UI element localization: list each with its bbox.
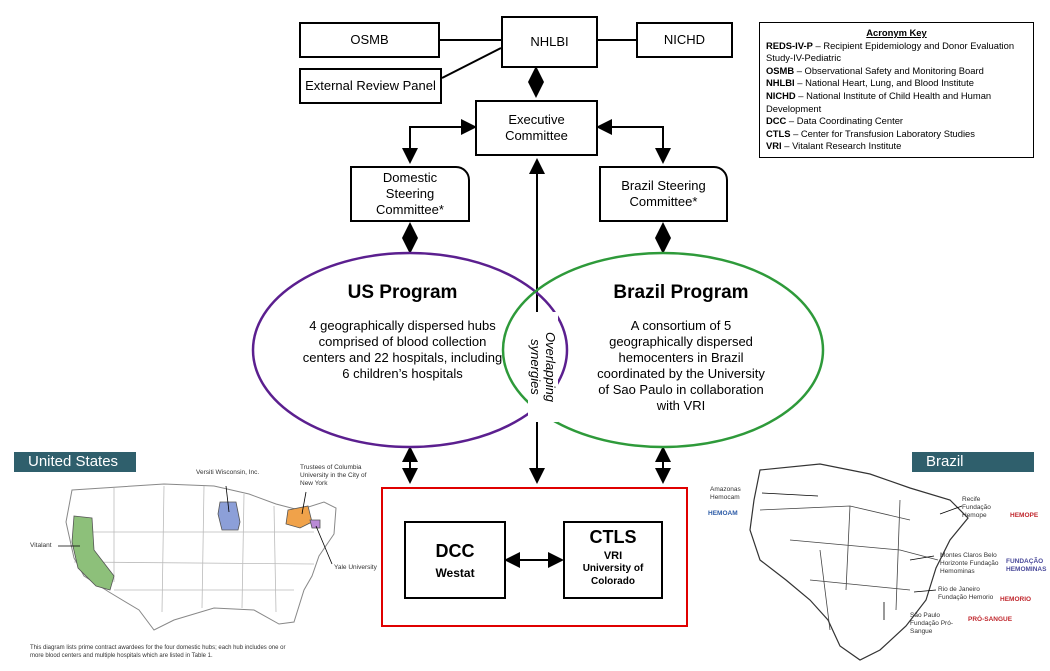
brazil-map-banner: Brazil	[912, 452, 1034, 472]
brazil-program-text: Brazil Program A consortium of 5 geograp…	[596, 282, 766, 414]
external-review-box: External Review Panel	[299, 68, 442, 104]
recife-leader	[939, 505, 963, 515]
us-state-lines	[73, 485, 315, 613]
brazil-program-body: A consortium of 5 geographically dispers…	[597, 318, 765, 413]
us-program-oval	[251, 251, 569, 449]
domestic-steering-label: Domestic Steering Committee*	[376, 170, 444, 217]
acronym-definition: – Observational Safety and Monitoring Bo…	[796, 64, 984, 76]
us-program-title: US Program	[347, 282, 458, 303]
brazil-program-oval	[501, 251, 825, 449]
dcc-box: DCC Westat	[404, 521, 506, 599]
brazil-steering-label: Brazil Steering Committee*	[621, 178, 706, 209]
acronym-definition: – Vitalant Research Institute	[784, 140, 902, 152]
hemominas-logo: FUNDAÇÃO HEMOMINAS	[1006, 558, 1047, 573]
us-program-body: 4 geographically dispersed hubs comprise…	[302, 318, 503, 381]
external-review-label: External Review Panel	[305, 78, 436, 93]
saopaulo-label: São Paulo Fundação Pró-Sangue	[910, 612, 953, 635]
hemorio-logo: HEMORIO	[1000, 596, 1032, 603]
amazonas-leader	[761, 492, 819, 497]
us-map-footnote: This diagram lists prime contract awarde…	[30, 645, 286, 659]
acronym-abbr: DCC	[766, 115, 787, 127]
us-map-banner: United States	[14, 452, 136, 472]
ctls-title: CTLS	[589, 527, 637, 547]
acronym-item: OSMB – Observational Safety and Monitori…	[766, 65, 1027, 78]
domestic-steering-box: Domestic Steering Committee*	[350, 166, 470, 222]
rio-leader	[913, 589, 937, 593]
acronym-item: NHLBI – National Heart, Lung, and Blood …	[766, 77, 1027, 90]
ctls-sub1: VRI	[603, 550, 623, 562]
review-nhlbi-line	[441, 47, 502, 79]
acronym-key: Acronym Key REDS-IV-P – Recipient Epidem…	[759, 22, 1034, 158]
nichd-box: NICHD	[636, 22, 733, 58]
acronym-abbr: NICHD	[766, 89, 796, 101]
acronym-item: VRI – Vitalant Research Institute	[766, 140, 1027, 153]
vitalant-label: Vitalant	[30, 542, 52, 549]
acronym-item: REDS-IV-P – Recipient Epidemiology and D…	[766, 40, 1027, 65]
acronym-key-list: REDS-IV-P – Recipient Epidemiology and D…	[766, 40, 1027, 153]
acronym-abbr: VRI	[766, 140, 782, 152]
acronym-definition: – Data Coordinating Center	[788, 115, 904, 127]
us-program-text: US Program 4 geographically dispersed hu…	[300, 282, 505, 382]
brazil-state-lines	[759, 499, 939, 631]
columbia-label: Trustees of Columbia University in the C…	[300, 464, 367, 487]
connecticut-region	[309, 519, 321, 529]
dcc-title: DCC	[435, 541, 475, 561]
us-map	[58, 483, 337, 631]
exec-domestic-arrow	[402, 119, 477, 164]
recife-label: Recife Fundação Hemope	[962, 496, 991, 519]
rio-label: Rio de Janeiro Fundação Hemorio	[938, 586, 994, 601]
data-center-frame	[381, 487, 688, 627]
yale-label: Yale University	[334, 564, 377, 571]
acronym-definition: – Center for Transfusion Laboratory Stud…	[793, 127, 975, 139]
executive-committee-label: Executive Committee	[505, 112, 568, 143]
hemoam-logo: HEMOAM	[708, 510, 738, 517]
osmb-box: OSMB	[299, 22, 440, 58]
acronym-abbr: REDS-IV-P	[766, 39, 813, 51]
brazil-program-title: Brazil Program	[613, 282, 749, 303]
california-region	[71, 515, 115, 591]
nhlbi-label: NHLBI	[530, 34, 569, 49]
exec-brazil-arrow	[596, 119, 671, 164]
brazil-outline	[749, 463, 969, 661]
acronym-item: NICHD – National Institute of Child Heal…	[766, 90, 1027, 115]
brazil-map	[749, 463, 969, 661]
acronym-definition: – National Heart, Lung, and Blood Instit…	[797, 77, 974, 89]
yale-leader	[315, 525, 333, 565]
versiti-leader	[225, 485, 230, 513]
columbia-leader	[301, 491, 307, 515]
montes-label: Montes Claros Belo Horizonte Fundação He…	[940, 552, 999, 575]
ctls-sub2: University of Colorado	[582, 563, 644, 587]
acronym-definition: – National Institute of Child Health and…	[766, 89, 992, 114]
acronym-abbr: NHLBI	[766, 77, 795, 89]
brazil-steering-box: Brazil Steering Committee*	[599, 166, 728, 222]
nhlbi-box: NHLBI	[501, 16, 598, 68]
ctls-box: CTLS VRI University of Colorado	[563, 521, 663, 599]
prosangue-logo: PRÓ-SANGUE	[968, 616, 1013, 623]
newyork-region	[285, 505, 313, 529]
osmb-label: OSMB	[350, 32, 389, 47]
us-outline	[65, 483, 337, 631]
acronym-definition: – Recipient Epidemiology and Donor Evalu…	[766, 39, 1015, 64]
acronym-item: CTLS – Center for Transfusion Laboratory…	[766, 128, 1027, 141]
versiti-label: Versiti Wisconsin, Inc.	[196, 469, 260, 476]
nichd-label: NICHD	[663, 32, 706, 47]
wisconsin-region	[217, 501, 241, 531]
amazonas-label: Amazonas Hemocam	[710, 486, 741, 501]
overlap-label: Overlapping synergies	[528, 312, 558, 422]
montes-leader	[909, 555, 935, 561]
dcc-sub: Westat	[435, 566, 475, 580]
hemope-logo: HEMOPE	[1010, 512, 1039, 519]
executive-committee-box: Executive Committee	[475, 100, 598, 156]
acronym-key-title: Acronym Key	[866, 27, 927, 38]
acronym-abbr: OSMB	[766, 64, 795, 76]
acronym-item: DCC – Data Coordinating Center	[766, 115, 1027, 128]
acronym-abbr: CTLS	[766, 127, 791, 139]
